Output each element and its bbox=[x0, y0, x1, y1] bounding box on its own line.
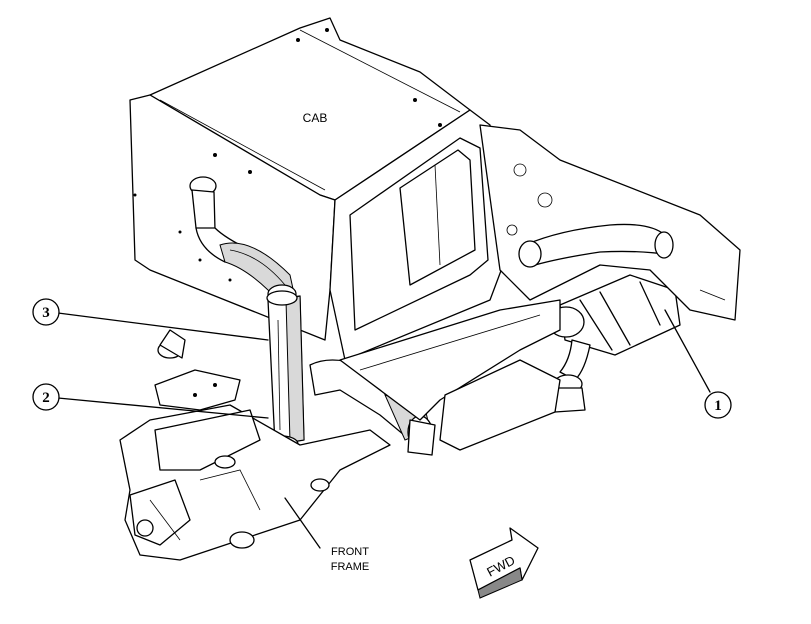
engine-area bbox=[479, 124, 741, 321]
air-cleaner-vertical bbox=[265, 290, 305, 453]
callout-1-number: 1 bbox=[714, 398, 722, 414]
fwd-arrow: FWD bbox=[469, 527, 539, 599]
cab-label: CAB bbox=[303, 111, 328, 125]
callout-2-number: 2 bbox=[42, 390, 50, 406]
callout-3-number: 3 bbox=[42, 305, 50, 321]
callout-2: 2 bbox=[32, 383, 269, 419]
intake-pipe-lower bbox=[309, 359, 436, 456]
muffler bbox=[547, 274, 681, 413]
front-frame-label-line1: FRONT bbox=[331, 546, 369, 558]
front-frame-label-line2: FRAME bbox=[331, 561, 370, 573]
callout-1: 1 bbox=[664, 309, 732, 419]
rear-frame bbox=[339, 299, 561, 451]
cab bbox=[129, 17, 506, 361]
front-frame-leader bbox=[284, 497, 321, 549]
front-frame bbox=[119, 329, 391, 561]
callout-3: 3 bbox=[32, 298, 269, 341]
